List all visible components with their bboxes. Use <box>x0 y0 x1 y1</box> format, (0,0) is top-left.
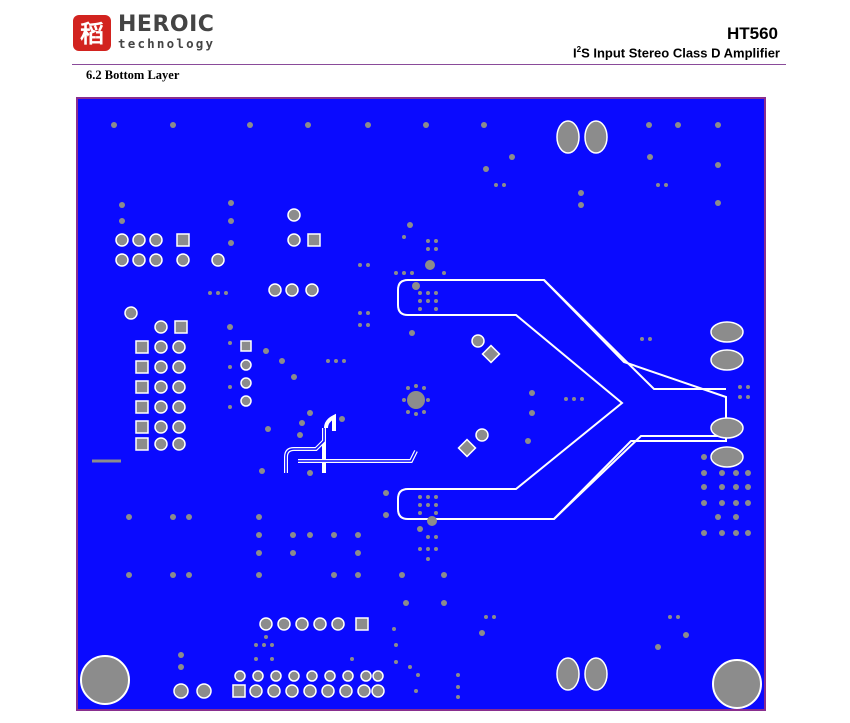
section-heading: 6.2 Bottom Layer <box>86 68 180 82</box>
document-title: I2S Input Stereo Class D Amplifier <box>573 45 780 61</box>
company-logo-icon: 稻 <box>72 14 112 52</box>
brand-name: HEROIC <box>118 12 215 37</box>
part-number: HT560 <box>726 24 778 43</box>
brand-subtitle: technology <box>118 36 216 51</box>
pcb-bottom-layer-figure <box>76 97 766 711</box>
svg-text:稻: 稻 <box>80 19 104 48</box>
header-rule <box>72 64 786 65</box>
pcb-layout-image <box>76 97 766 711</box>
